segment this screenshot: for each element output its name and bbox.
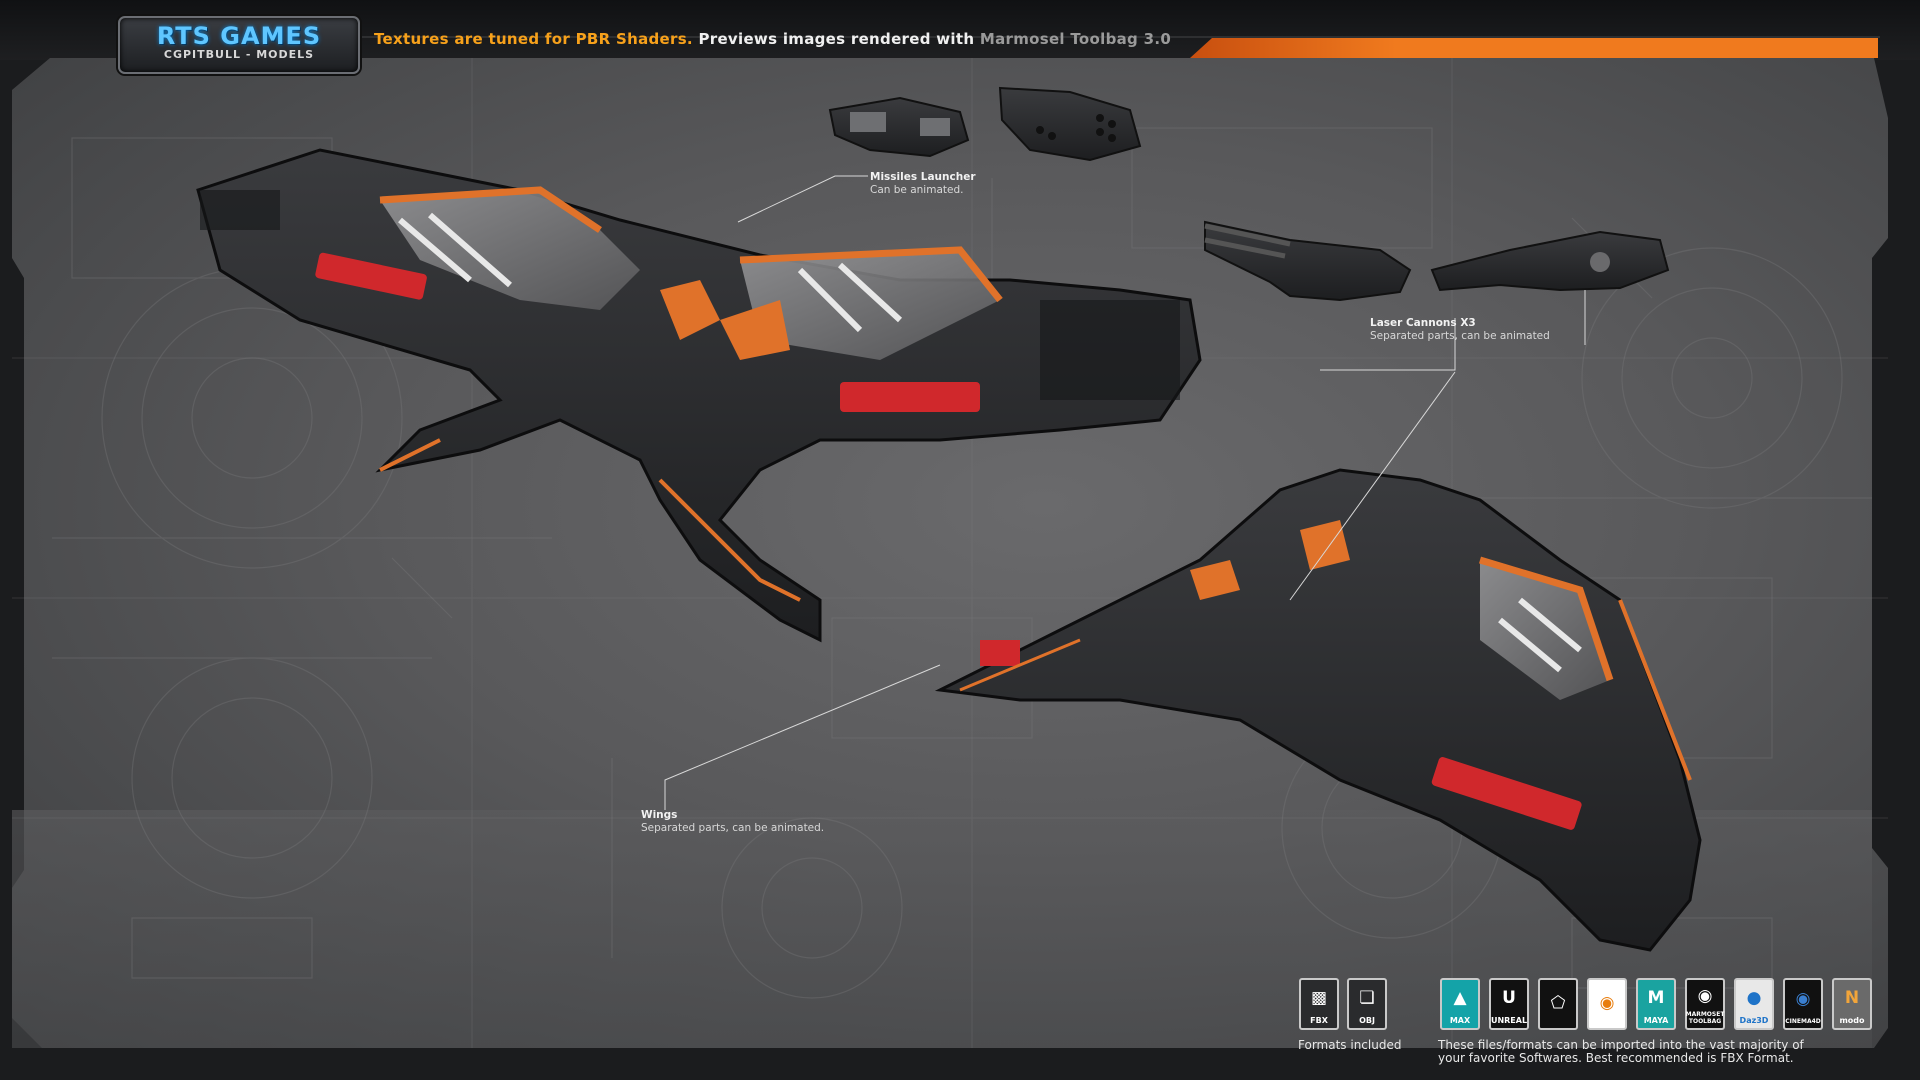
cinema4d-label: CINEMA4D [1785,1018,1821,1025]
callout-wings: Wings Separated parts, can be animated. [641,809,824,835]
callout-wings-title: Wings [641,809,678,821]
daz3d-icon: ● Daz3D [1734,978,1774,1030]
fbx-icon: ▩ FBX [1299,978,1339,1030]
laser-cannon-part-1 [1204,220,1412,302]
marmoset-label: MARMOSET TOOLBAG [1685,1011,1725,1025]
callout-wings-desc: Separated parts, can be animated. [641,822,825,834]
brand-logo: RTS GAMES CGPITBULL - MODELS [118,16,360,74]
maya-glyph: M [1647,988,1665,1008]
missile-launcher-part-1 [828,96,970,158]
modo-label: modo [1839,1016,1865,1025]
software-caption-line-2: your favorite Softwares. Best recommende… [1438,1051,1794,1065]
renderer-name: Marmosel Toolbag 3.0 [979,30,1172,48]
spaceship-top-view [196,148,1202,643]
laser-cannon-part-2 [1430,230,1670,292]
marmoset-icon: ◉ MARMOSET TOOLBAG [1685,978,1725,1030]
3dsmax-icon: ▲ MAX [1440,978,1480,1030]
formats-caption: Formats included [1298,1038,1402,1052]
logo-title: RTS GAMES [156,22,322,50]
unreal-label: UNREAL [1490,1016,1528,1025]
callout-lasers-title: Laser Cannons X3 [1370,317,1476,329]
callout-missiles-title: Missiles Launcher [870,171,976,183]
daz3d-glyph: ● [1746,988,1762,1008]
callout-lasers: Laser Cannons X3 Separated parts, can be… [1370,317,1550,343]
3dsmax-glyph: ▲ [1453,988,1467,1008]
software-caption-line-1: These files/formats can be imported into… [1438,1038,1804,1052]
modo-glyph: N [1844,988,1860,1008]
maya-icon: M MAYA [1636,978,1676,1030]
software-caption: These files/formats can be imported into… [1438,1039,1804,1065]
callout-lasers-desc: Separated parts, can be animated [1370,330,1550,342]
obj-label: OBJ [1359,1016,1375,1025]
header-caption: Textures are tuned for PBR Shaders. Prev… [374,30,1171,48]
obj-icon: ❏ OBJ [1347,978,1387,1030]
blender-glyph: ◉ [1599,992,1615,1013]
callout-missiles: Missiles Launcher Can be animated. [870,171,976,197]
missile-launcher-part-2 [998,86,1142,162]
3dsmax-label: MAX [1449,1016,1471,1025]
spaceship-perspective-view [934,468,1702,952]
modo-icon: N modo [1832,978,1872,1030]
render-note: Previews images rendered with [692,30,980,48]
cinema4d-icon: ◉ CINEMA4D [1783,978,1823,1030]
daz3d-label: Daz3D [1739,1016,1769,1025]
header-accent-bar [1190,38,1878,58]
obj-glyph: ❏ [1359,988,1375,1008]
unreal-glyph: U [1502,988,1516,1008]
pbr-note: Textures are tuned for PBR Shaders. [374,30,693,48]
blender-icon: ◉ [1587,978,1627,1030]
unity-icon: ⬠ [1538,978,1578,1030]
callout-missiles-desc: Can be animated. [870,184,964,196]
fbx-label: FBX [1310,1016,1328,1025]
unity-glyph: ⬠ [1550,992,1566,1013]
fbx-glyph: ▩ [1310,988,1328,1008]
header-divider [360,36,1880,38]
cinema4d-glyph: ◉ [1795,989,1811,1009]
marmoset-glyph: ◉ [1697,985,1713,1006]
logo-subtitle: CGPITBULL - MODELS [163,48,315,61]
unreal-icon: U UNREAL [1489,978,1529,1030]
maya-label: MAYA [1643,1016,1669,1025]
